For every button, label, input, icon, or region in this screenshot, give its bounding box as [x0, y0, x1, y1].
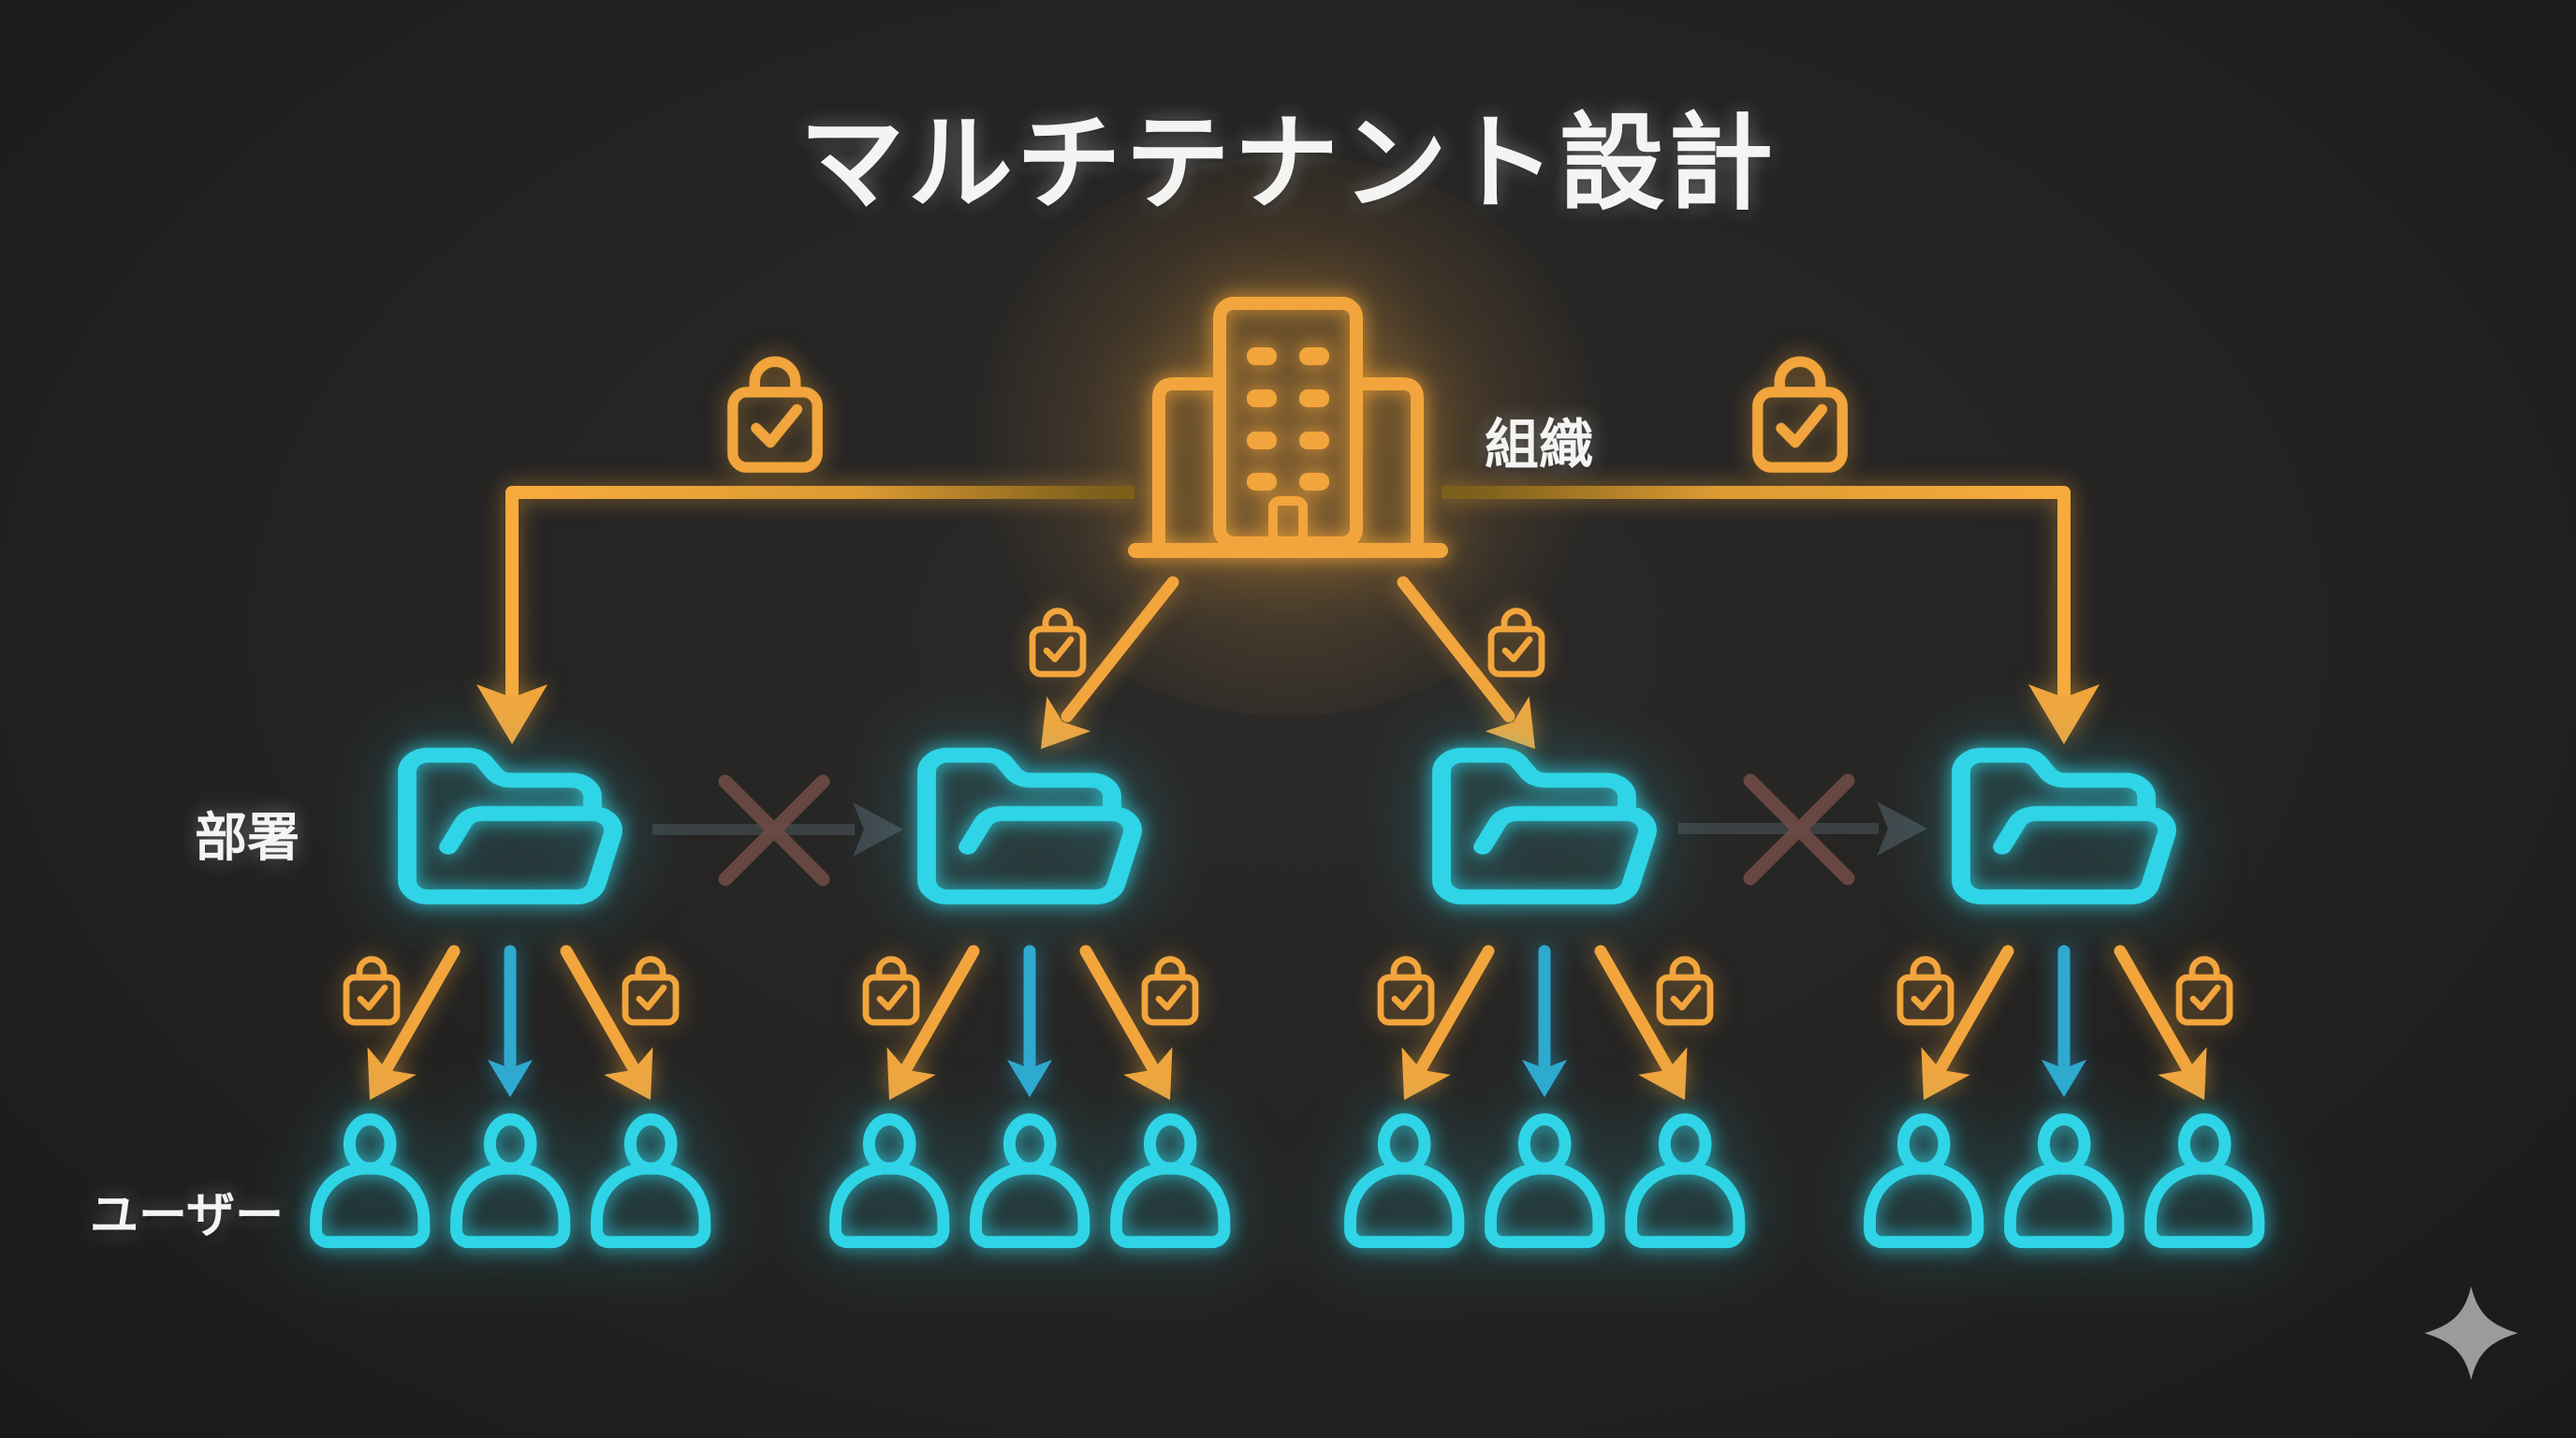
building-windows — [1247, 347, 1329, 491]
org-connectors — [476, 486, 2100, 744]
lock-check-icon — [733, 361, 817, 467]
sparkle-icon — [2424, 1286, 2518, 1380]
building-door — [1268, 496, 1308, 548]
lock-check-icon — [866, 960, 916, 1022]
fan-group — [345, 945, 676, 1114]
fan-group — [865, 945, 1195, 1114]
department-label: 部署 — [195, 808, 300, 867]
person-icon — [1870, 1120, 1978, 1242]
person-icon — [597, 1120, 705, 1242]
building-left-wing — [1152, 377, 1226, 550]
folder-icon — [1442, 756, 1647, 897]
direct-arrow — [2042, 945, 2086, 1097]
fan-group — [1899, 945, 2230, 1114]
lock-check-icon — [1900, 960, 1951, 1022]
lock-check-icon — [1381, 960, 1431, 1022]
users-label: ユーザー — [90, 1189, 284, 1243]
organization-label: 組織 — [1485, 415, 1594, 476]
person-icon — [457, 1120, 564, 1242]
connector-left — [505, 486, 1134, 697]
person-icon — [316, 1120, 424, 1242]
direct-arrow — [1007, 945, 1052, 1097]
building-right-wing — [1350, 377, 1424, 550]
lock-check-icon — [1145, 960, 1195, 1022]
arrow-shaft — [1061, 576, 1179, 723]
page-title: マルチテナント設計 — [799, 105, 1777, 222]
cross-icon — [1743, 773, 1855, 886]
organization-aura — [970, 154, 1606, 716]
person-icon — [1117, 1120, 1224, 1242]
lock-check-icon — [346, 960, 397, 1022]
lock-check-icon — [2179, 960, 2230, 1022]
person-icon — [976, 1120, 1084, 1242]
person-icon — [1351, 1120, 1458, 1242]
blocked-arrowhead-icon — [853, 802, 903, 857]
blocked-arrowhead-icon — [1877, 801, 1927, 856]
person-icon — [2011, 1120, 2118, 1242]
person-icon — [836, 1120, 944, 1242]
department-user-arrows — [345, 945, 2230, 1114]
person-icon — [1491, 1120, 1599, 1242]
folder-icon — [927, 756, 1133, 897]
folder-icon — [1961, 756, 2167, 897]
cross-icon — [718, 774, 830, 887]
direct-arrow — [1522, 945, 1567, 1097]
fan-group — [1380, 945, 1710, 1114]
person-icon — [2151, 1120, 2259, 1242]
arrow-shaft — [1397, 576, 1515, 723]
blocked-links — [652, 773, 1927, 887]
lock-check-icon — [625, 960, 676, 1022]
direct-arrow — [488, 945, 533, 1097]
folder-icon — [407, 756, 613, 897]
org-inner-arrows — [1018, 576, 1558, 767]
user-rows — [316, 1120, 2259, 1242]
person-icon — [1632, 1120, 1739, 1242]
lock-check-icon — [1660, 960, 1710, 1022]
building-icon — [1128, 297, 1448, 558]
lock-check-icon — [1758, 361, 1842, 467]
connector-right — [1442, 486, 2071, 697]
